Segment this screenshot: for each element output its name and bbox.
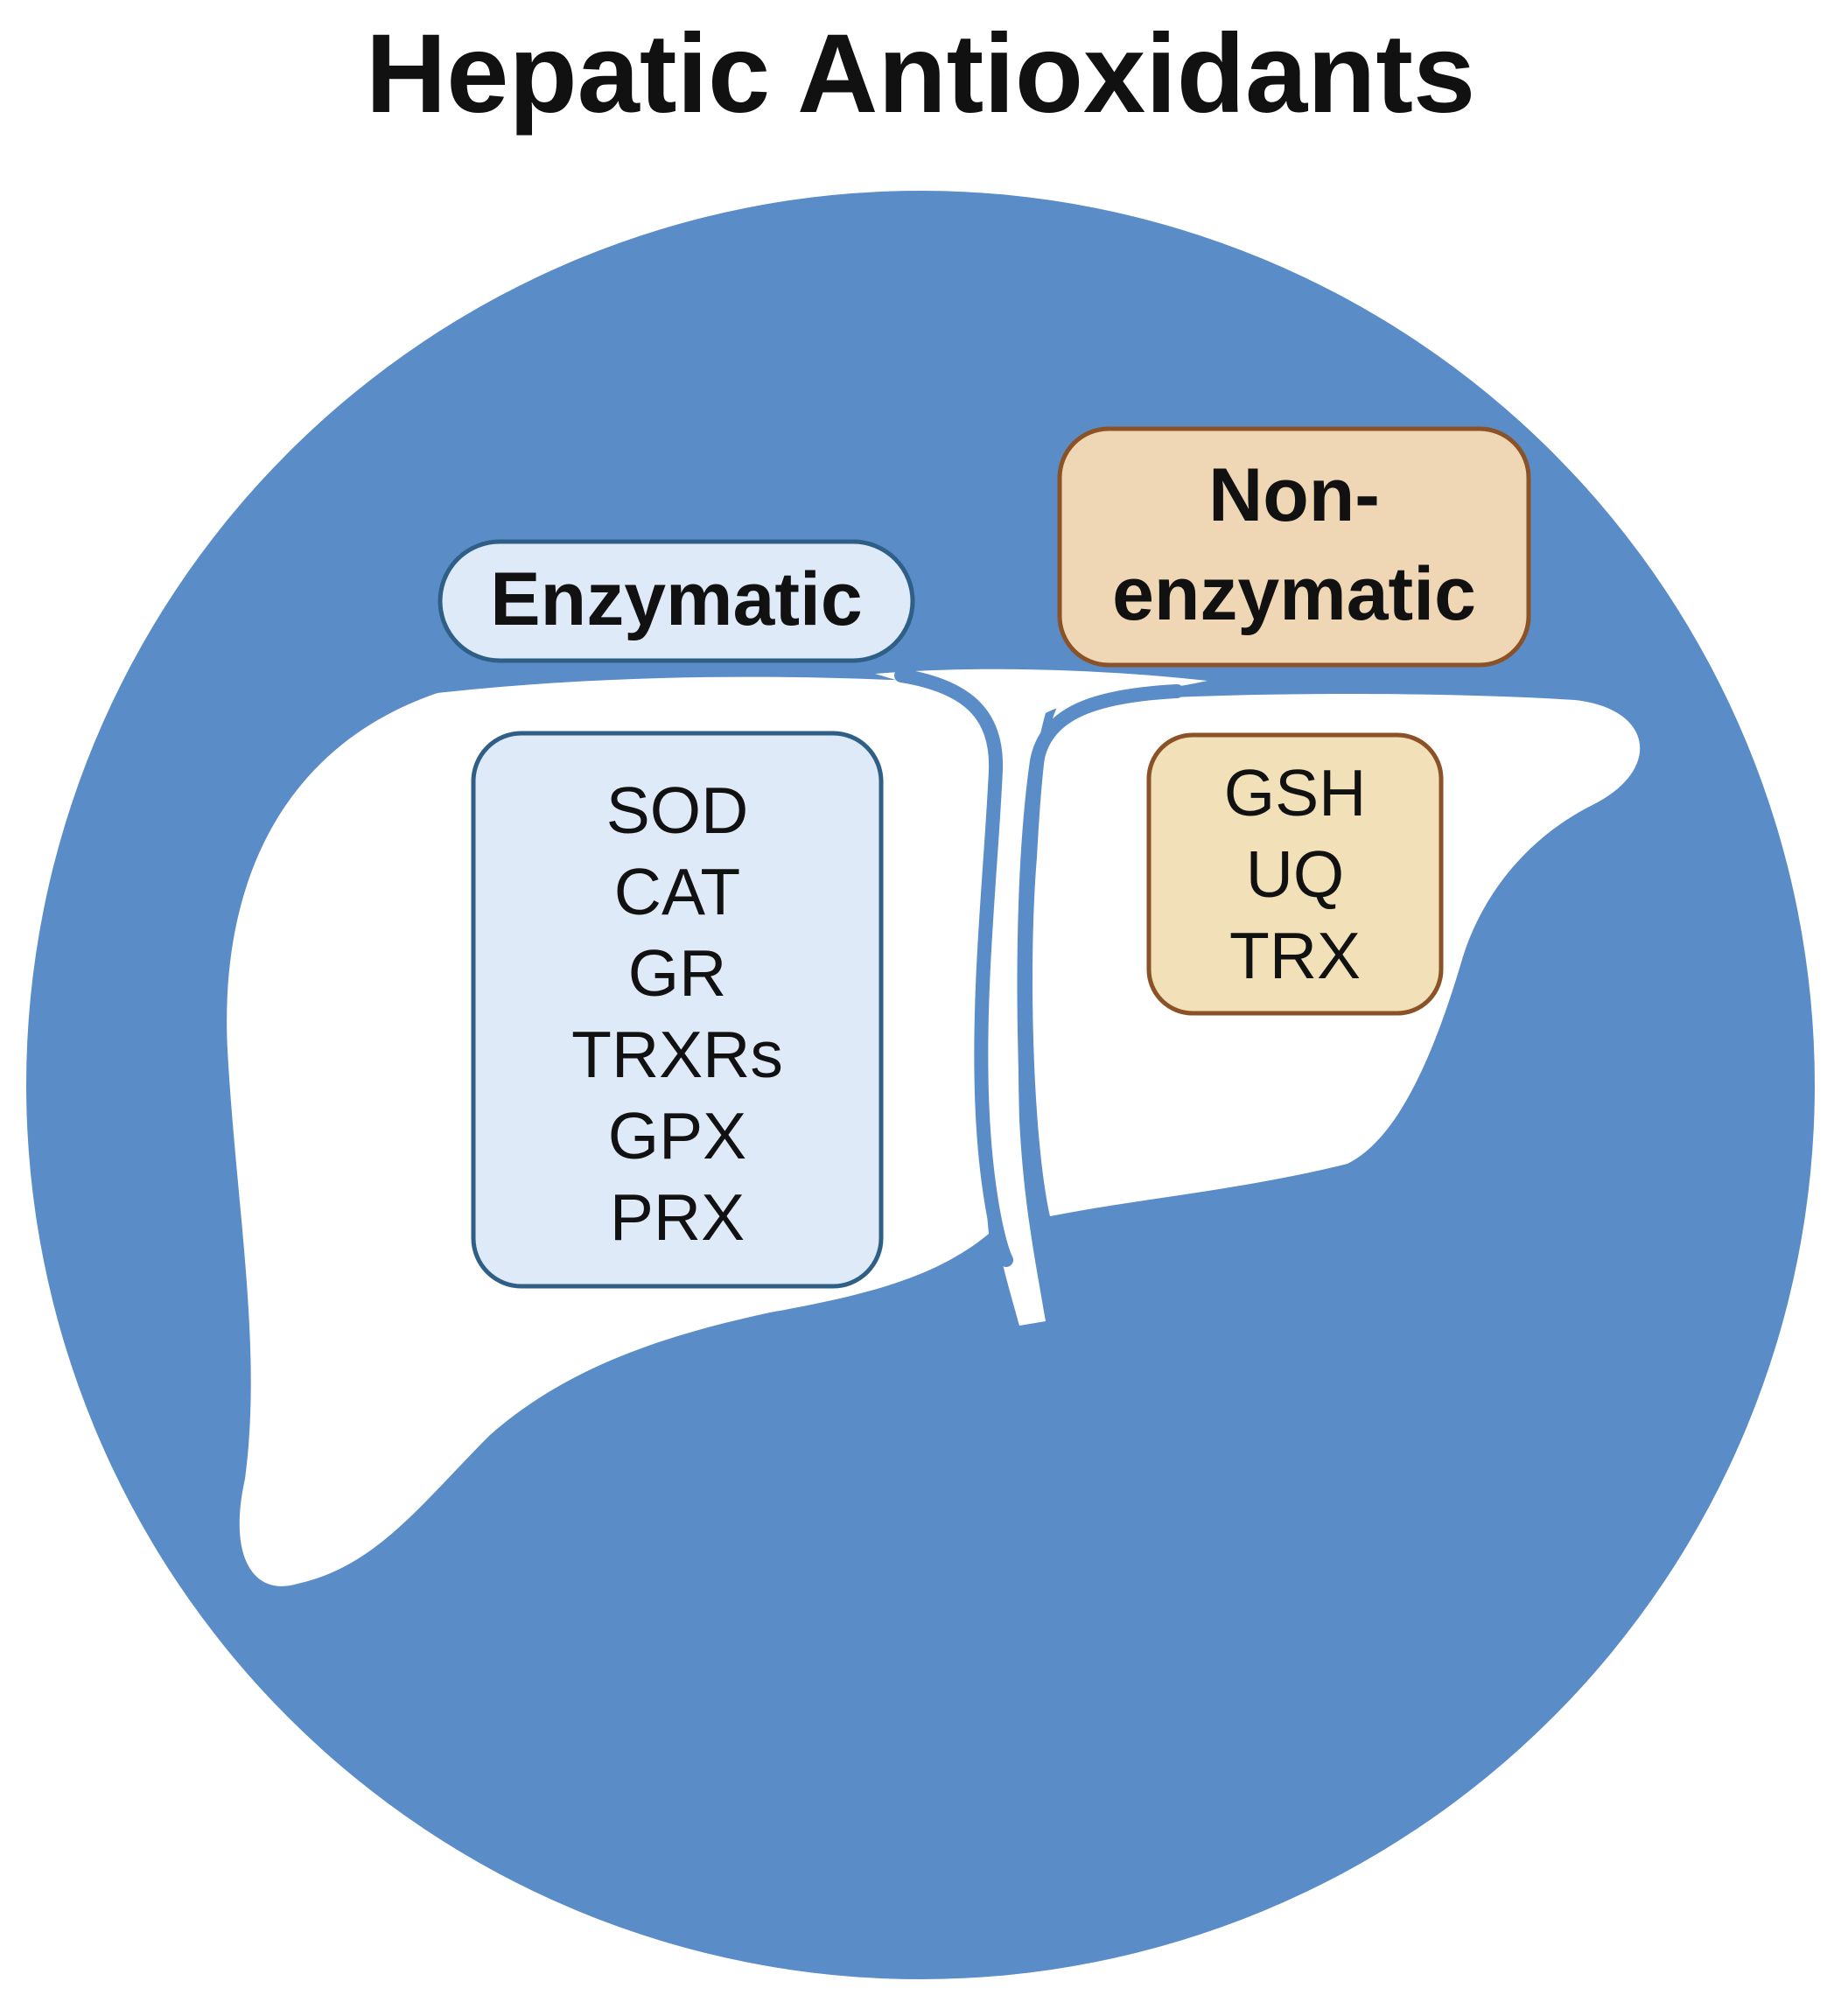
enzymatic-item: CAT [614,855,740,928]
non-enzymatic-header-line2: enzymatic [1112,552,1476,636]
enzymatic-item: PRX [610,1180,745,1254]
non-enzymatic-header-box [1057,426,1531,668]
liver-ligament-left [894,668,1013,1267]
enzymatic-header-label: Enzymatic [490,557,862,641]
enzymatic-items-rect [471,731,884,1289]
enzymatic-item: GPX [608,1099,746,1172]
non-enzymatic-item: TRX [1229,919,1361,992]
enzymatic-header: Enzymatic [438,539,915,663]
enzymatic-item: SOD [606,774,749,847]
enzymatic-item: TRXRs [571,1018,783,1091]
liver-ligament-right [1017,684,1184,1293]
non-enzymatic-items-box: GSH UQ TRX [1146,732,1444,1016]
enzymatic-header-box [438,539,915,663]
non-enzymatic-item: UQ [1246,837,1345,911]
non-enzymatic-items-rect [1146,732,1444,1016]
non-enzymatic-header-line1: Non- [1208,453,1380,537]
non-enzymatic-item: GSH [1224,756,1367,830]
non-enzymatic-header: Non- enzymatic [1057,426,1531,668]
enzymatic-item: GR [628,936,727,1010]
diagram-title: Hepatic Antioxidants [366,11,1475,136]
enzymatic-items-box: SOD CAT GR TRXRs GPX PRX [471,731,884,1289]
